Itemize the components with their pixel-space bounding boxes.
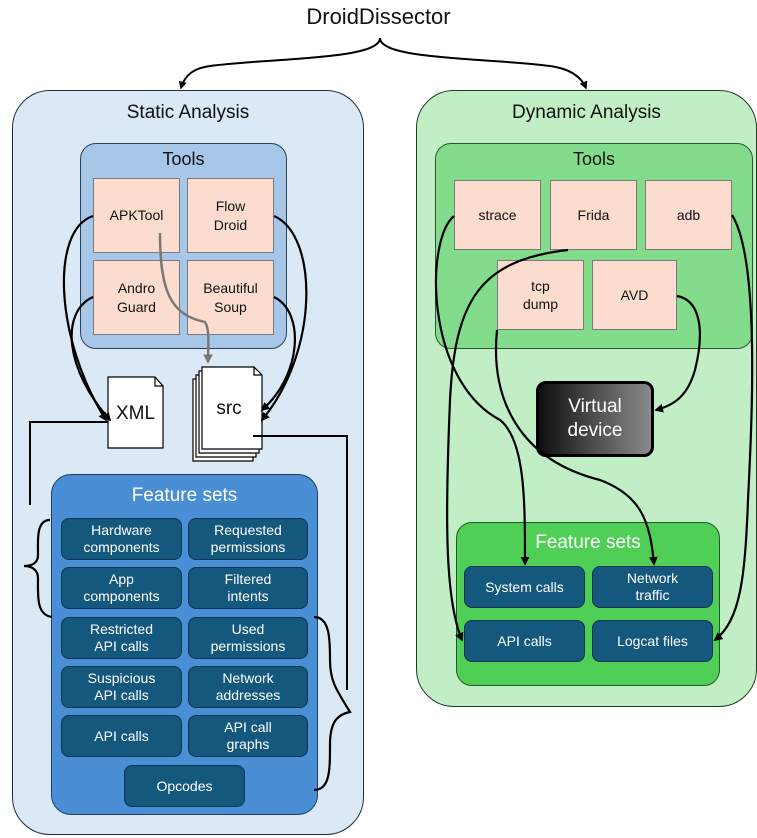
feature-network-traffic: Network traffic bbox=[592, 566, 713, 608]
tool-flowdroid: Flow Droid bbox=[187, 178, 274, 253]
feature-app-components: App components bbox=[61, 567, 182, 609]
virtual-device-label: Virtual device bbox=[567, 396, 623, 441]
tool-apktool: APKTool bbox=[93, 178, 180, 253]
dynamic-tools-title: Tools bbox=[572, 149, 616, 169]
feature-logcat-files: Logcat files bbox=[592, 620, 713, 662]
feature-suspicious-api-calls: Suspicious API calls bbox=[61, 666, 182, 708]
feature-api-calls-static: API calls bbox=[61, 715, 182, 757]
feature-used-permissions: Used permissions bbox=[188, 617, 308, 659]
dynamic-analysis-title: Dynamic Analysis bbox=[512, 102, 661, 123]
tool-frida: Frida bbox=[550, 180, 637, 250]
feature-network-addresses: Network addresses bbox=[188, 666, 308, 708]
feature-restricted-api-calls: Restricted API calls bbox=[61, 617, 182, 659]
src-label: src bbox=[216, 398, 242, 419]
static-tools-title: Tools bbox=[162, 149, 205, 169]
dynamic-feature-sets-title: Feature sets bbox=[535, 532, 641, 553]
tool-strace: strace bbox=[454, 180, 541, 250]
feature-system-calls: System calls bbox=[464, 566, 585, 608]
tool-adb: adb bbox=[645, 180, 732, 250]
feature-opcodes: Opcodes bbox=[124, 765, 245, 807]
feature-hardware-components: Hardware components bbox=[61, 518, 182, 560]
feature-filtered-intents: Filtered intents bbox=[188, 567, 308, 609]
feature-requested-permissions: Requested permissions bbox=[188, 518, 308, 560]
tool-tcpdump: tcp dump bbox=[497, 260, 584, 330]
feature-api-call-graphs: API call graphs bbox=[188, 715, 308, 757]
title-brace-right-arrow bbox=[379, 37, 588, 90]
feature-api-calls-dynamic: API calls bbox=[464, 620, 585, 662]
tool-avd: AVD bbox=[592, 260, 677, 330]
static-feature-sets-title: Feature sets bbox=[131, 485, 238, 506]
virtual-device: Virtual device bbox=[536, 381, 654, 457]
tool-beautifulsoup: Beautiful Soup bbox=[187, 260, 274, 335]
xml-label: XML bbox=[115, 403, 156, 424]
static-analysis-title: Static Analysis bbox=[126, 102, 250, 123]
title-brace-left-arrow bbox=[178, 37, 381, 90]
diagram-title: DroidDissector bbox=[306, 4, 451, 29]
tool-androguard: Andro Guard bbox=[93, 260, 180, 335]
